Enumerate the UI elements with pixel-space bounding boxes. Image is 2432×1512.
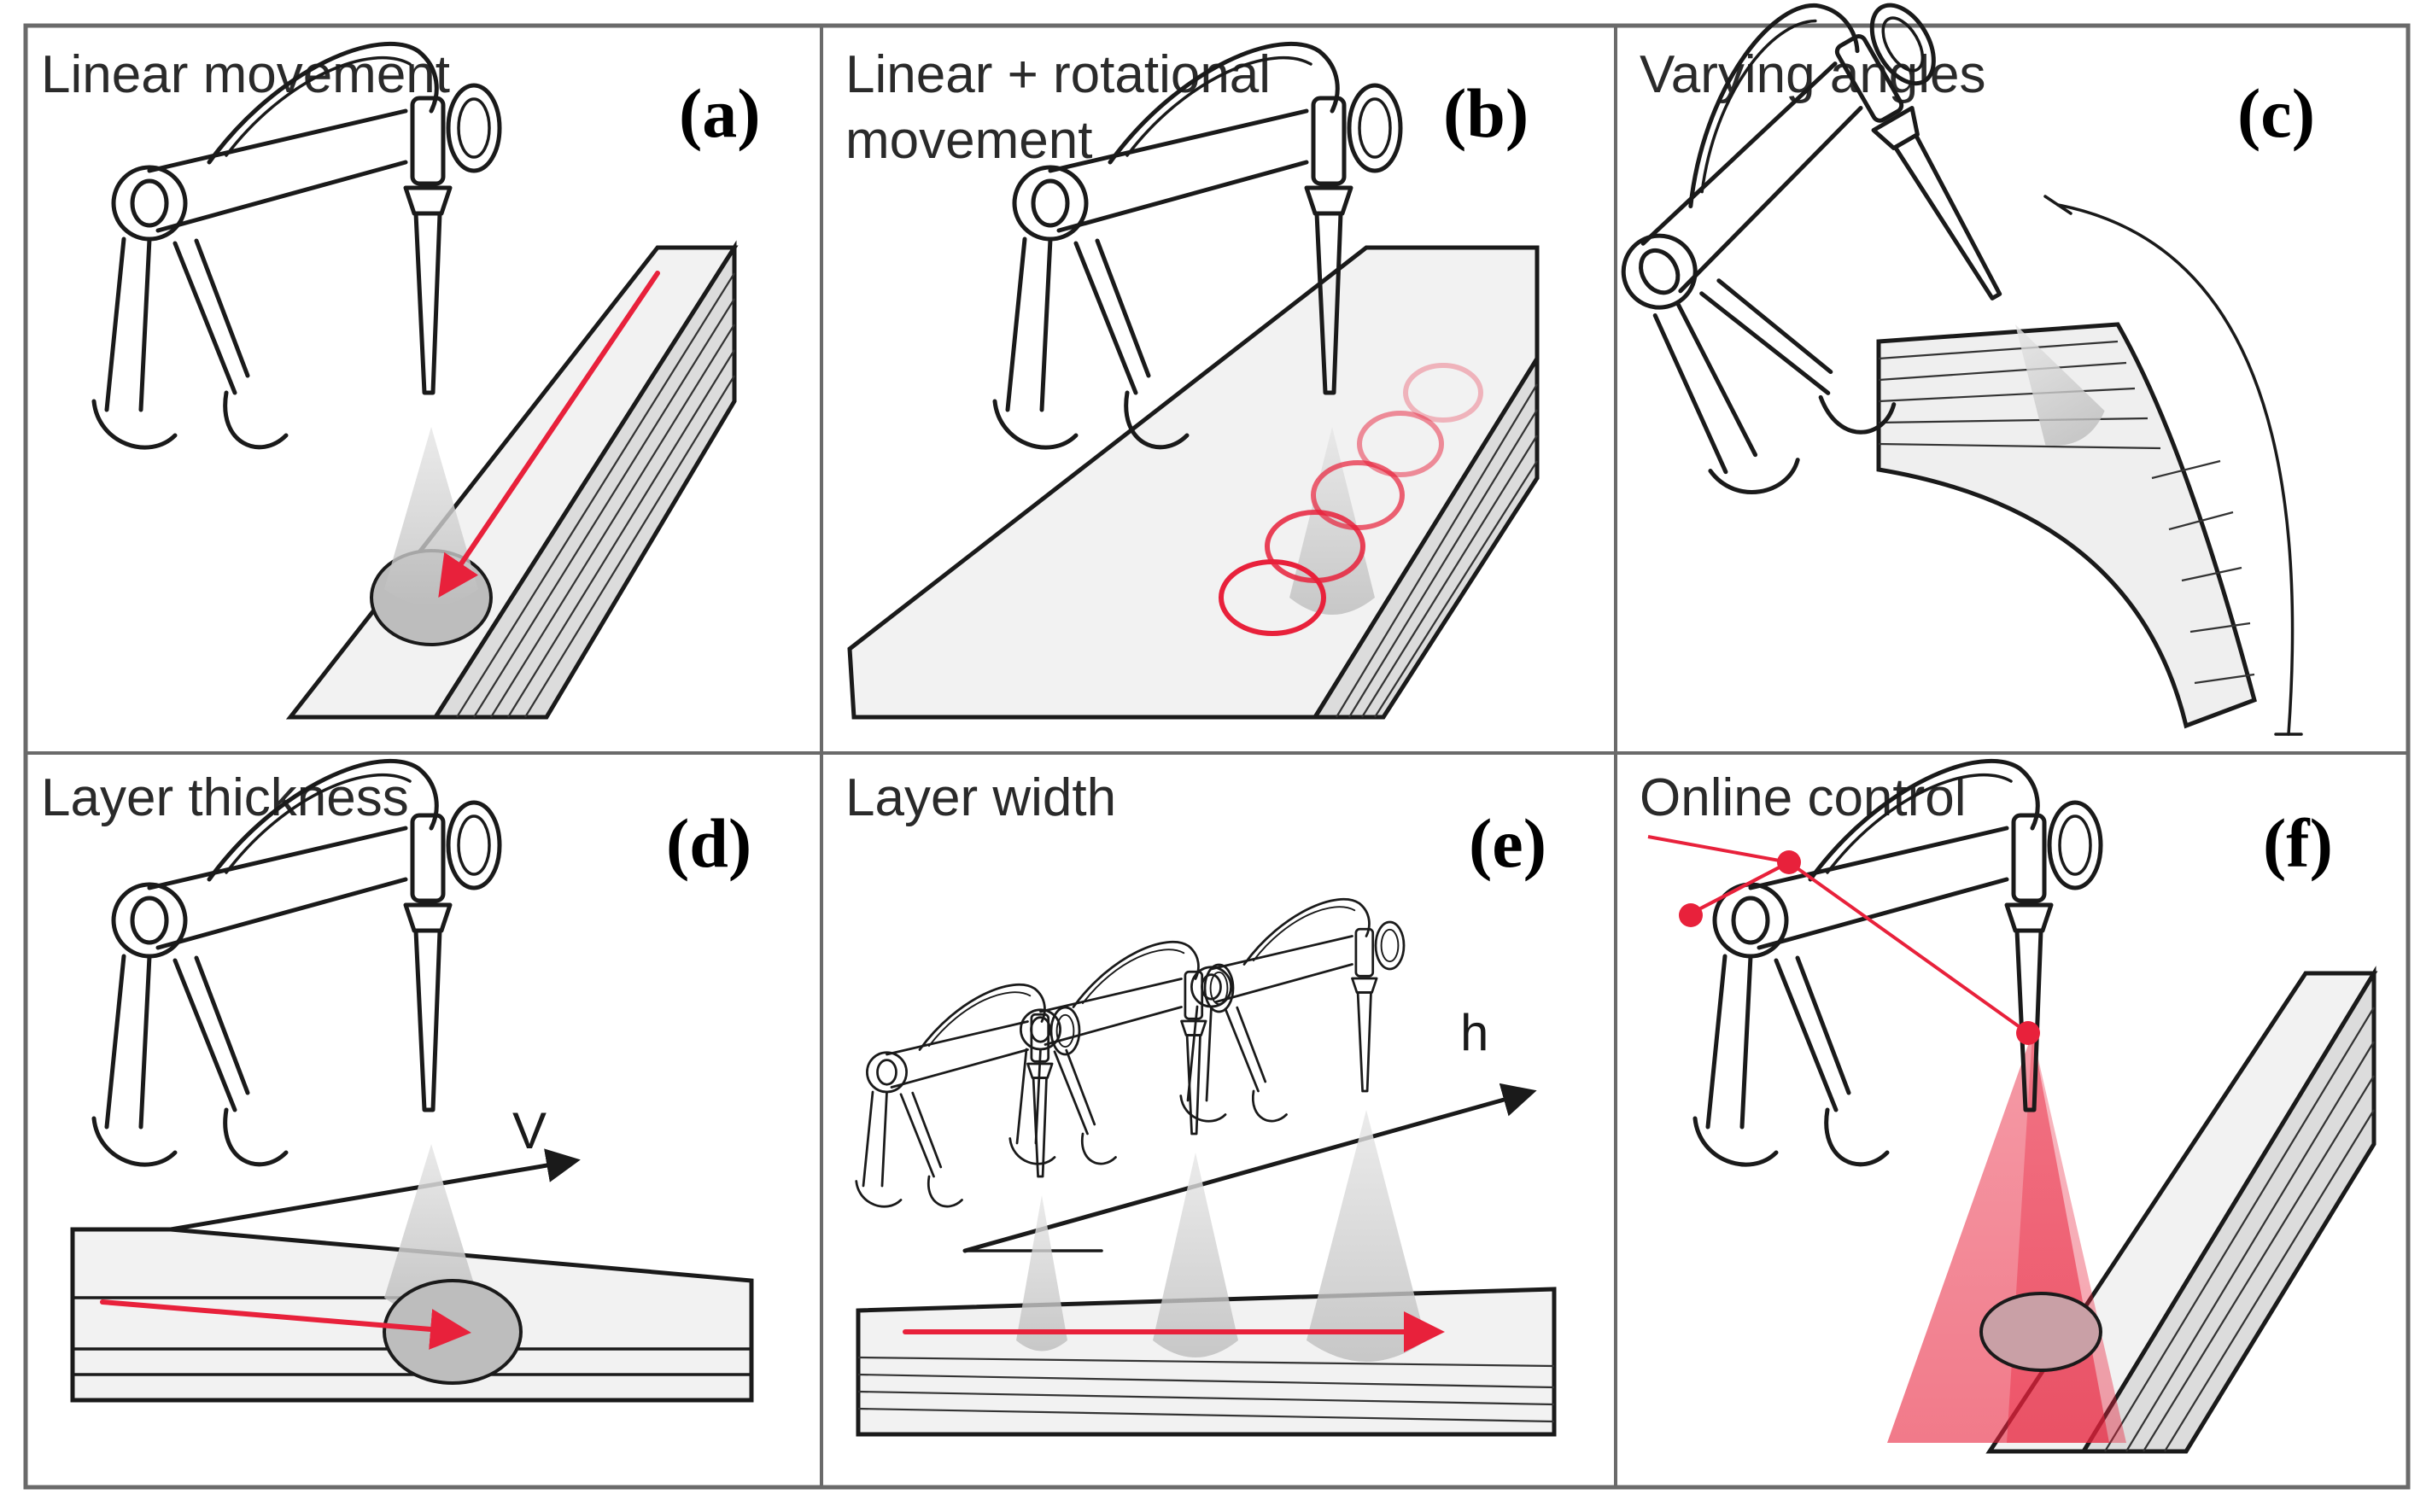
panel-e: Layer width (e) h bbox=[845, 768, 1557, 1437]
panel-f-title: Online control bbox=[1640, 768, 1967, 827]
panel-b-title-line2: movement bbox=[845, 111, 1092, 170]
panel-f-letter: (f) bbox=[2263, 804, 2333, 882]
panel-b: Linear + rotational movement (b) bbox=[845, 44, 1540, 720]
panel-d: Layer thickness (d) V bbox=[41, 761, 754, 1403]
panel-b-letter: (b) bbox=[1443, 74, 1529, 152]
panel-a-track bbox=[285, 240, 739, 720]
panel-d-letter: (d) bbox=[666, 804, 751, 882]
panel-d-title: Layer thickness bbox=[41, 768, 409, 827]
panel-c-robot bbox=[1532, 0, 2105, 608]
panel-b-plate bbox=[847, 245, 1540, 720]
panel-c-curved-part bbox=[1876, 322, 2257, 729]
panel-c-angle-arc bbox=[2056, 203, 2295, 736]
panel-e-title: Layer width bbox=[845, 768, 1116, 827]
panel-d-axis-label: V bbox=[512, 1102, 547, 1159]
panel-a: Linear movement (a) bbox=[41, 44, 761, 720]
panel-e-height-axis bbox=[962, 1083, 1537, 1253]
panel-e-letter: (e) bbox=[1469, 804, 1546, 882]
panel-b-spiral bbox=[1219, 363, 1483, 636]
panel-c-letter: (c) bbox=[2237, 74, 2315, 152]
panel-e-robot-1 bbox=[855, 983, 1081, 1208]
panel-a-letter: (a) bbox=[679, 74, 761, 152]
panel-a-direction-arrow bbox=[438, 271, 660, 598]
panel-a-robot bbox=[94, 44, 500, 447]
panel-d-direction-arrow bbox=[100, 1299, 471, 1350]
panel-e-axis-label: h bbox=[1460, 1004, 1488, 1061]
panel-f-feedback-line bbox=[1647, 835, 2040, 1045]
panel-c: Varying angles (c) bbox=[1532, 0, 2315, 736]
panel-d-velocity-axis bbox=[168, 1148, 581, 1232]
panel-grid bbox=[23, 23, 2411, 1490]
panel-a-title: Linear movement bbox=[41, 45, 450, 104]
panel-f: Online control (f) bbox=[1640, 761, 2378, 1454]
